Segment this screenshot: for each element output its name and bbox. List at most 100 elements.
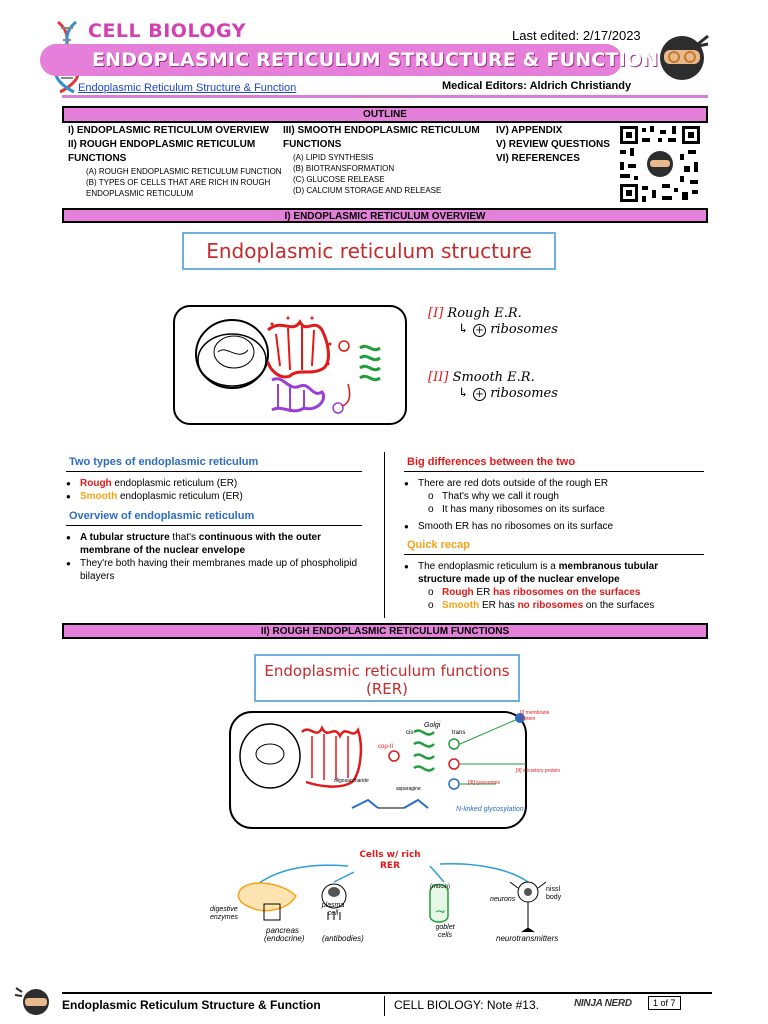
column-divider (384, 452, 385, 618)
arrow-icon: ↳ (458, 386, 469, 401)
heading-rule (66, 471, 362, 472)
notes-heading: Two types of endoplasmic reticulum (69, 456, 259, 468)
header-divider (62, 95, 708, 98)
note-bullet: A tubular structure that's continuous wi… (66, 531, 362, 557)
trans-label: trans (452, 730, 466, 736)
oligosaccharide-label: oligosaccharide (334, 778, 369, 784)
cells-title: Cells w/ rich RER (350, 850, 430, 872)
smooth-er-number: [II] (428, 370, 449, 385)
outline-subitem[interactable]: (A) ROUGH ENDOPLASMIC RETICULUM FUNCTION (86, 167, 282, 176)
notes-left: Two types of endoplasmic reticulum Rough… (66, 456, 362, 583)
goblet-label: goblet cells (435, 924, 455, 939)
golgi-label: Golgi (424, 722, 441, 729)
outline-item[interactable]: III) SMOOTH ENDOPLASMIC RETICULUM (283, 125, 480, 136)
rer-function-diagram (229, 711, 527, 829)
outline-subitem[interactable]: (B) BIOTRANSFORMATION (293, 164, 395, 173)
outline-subitem[interactable]: (D) CALCIUM STORAGE AND RELEASE (293, 186, 442, 195)
note-bullet: Rough endoplasmic reticulum (ER) (66, 477, 362, 490)
neurotransmitters-label: neurotransmitters (496, 934, 559, 943)
note-bullet: They're both having their membranes made… (66, 557, 362, 583)
arrow-icon: ↳ (458, 322, 469, 337)
notes-right: Big differences between the two There ar… (404, 456, 704, 612)
note-bullet: There are red dots outside of the rough … (404, 477, 704, 490)
mucin-label: (mucin) (430, 884, 451, 890)
note-subbullet: It has many ribosomes on its surface (404, 503, 704, 516)
heading-rule (404, 471, 704, 472)
heading-rule (404, 554, 704, 555)
note-subbullet: Smooth ER has no ribosomes on the surfac… (404, 599, 704, 612)
video-link[interactable]: Endoplasmic Reticulum Structure & Functi… (78, 82, 297, 94)
asparagine-label: asparagine (396, 786, 421, 792)
outline-item[interactable]: I) ENDOPLASMIC RETICULUM OVERVIEW (68, 125, 269, 136)
note-bullet: Smooth ER has no ribosomes on its surfac… (404, 520, 704, 533)
page-number: 1 of 7 (648, 996, 681, 1010)
cells-diagram (237, 862, 547, 933)
outline-item[interactable]: II) ROUGH ENDOPLASMIC RETICULUM (68, 139, 256, 150)
outline-subitem[interactable]: (C) GLUCOSE RELEASE (293, 175, 385, 184)
outline-column-2: III) SMOOTH ENDOPLASMIC RETICULUM FUNCTI… (283, 124, 493, 196)
note-bullet: Smooth endoplasmic reticulum (ER) (66, 490, 362, 503)
notes-heading: Quick recap (407, 539, 470, 551)
figure-1-title: Endoplasmic reticulum structure (182, 232, 556, 270)
page-title: ENDOPLASMIC RETICULUM STRUCTURE & FUNCTI… (92, 49, 659, 71)
cis-label: cis (406, 730, 414, 736)
footer-title: Endoplasmic Reticulum Structure & Functi… (62, 998, 321, 1012)
heading-rule (66, 525, 362, 526)
outline-item[interactable]: V) REVIEW QUESTIONS (496, 139, 610, 150)
note-subbullet: That's why we call it rough (404, 490, 704, 503)
rough-er-number: [I] (428, 306, 444, 321)
note-subbullet: Rough ER has ribosomes on the surfaces (404, 586, 704, 599)
plus-circle-icon: + (473, 388, 487, 401)
outline-item[interactable]: IV) APPENDIX (496, 125, 563, 136)
notes-heading: Big differences between the two (407, 456, 576, 468)
section-1-bar: I) ENDOPLASMIC RETICULUM OVERVIEW (62, 208, 708, 223)
digestive-label: digestive enzymes (210, 906, 239, 921)
outline-subitem: ENDOPLASMIC RETICULUM (86, 189, 194, 198)
ribosomes-text: ribosomes (490, 386, 558, 401)
footer-divider (62, 992, 712, 994)
rough-er-text: Rough E.R. (447, 306, 522, 321)
last-edited: Last edited: 2/17/2023 (512, 28, 641, 43)
footer-divider-v (384, 996, 385, 1016)
lysosomes-label: [III] lysosomes (468, 780, 500, 786)
figure-2-title-line-1: Endoplasmic reticulum functions (264, 662, 510, 680)
figure-2-title-line-2: (RER) (365, 680, 409, 698)
outline-subitem[interactable]: (A) LIPID SYNTHESIS (293, 153, 374, 162)
secretory-protein-label: [II] secretory protein (516, 768, 561, 774)
section-2-bar: II) ROUGH ENDOPLASMIC RETICULUM FUNCTION… (62, 623, 708, 639)
footer-note: CELL BIOLOGY: Note #13. (394, 998, 539, 1012)
ninja-mascot-icon (660, 34, 709, 80)
cop-label: cop-II (378, 744, 394, 750)
smooth-er-label: [II] Smooth E.R. (428, 370, 535, 385)
glycosylation-label: N-linked glycosylation (456, 806, 524, 813)
rough-er-label: [I] Rough E.R. (428, 306, 522, 321)
outline-item: FUNCTIONS (283, 139, 342, 150)
note-bullet: The endoplasmic reticulum is a membranou… (404, 560, 704, 586)
outline-bar: OUTLINE (62, 106, 708, 123)
antibodies-label: (antibodies) (322, 934, 364, 943)
endocrine-label: (endocrine) (264, 934, 305, 943)
er-structure-diagram (173, 305, 407, 425)
ninja-footer-icon (14, 987, 49, 1015)
membrane-protein-label: [I] membrane protein (520, 710, 550, 722)
cells-title-line-1: Cells w/ rich (359, 850, 421, 860)
figure-2-title: Endoplasmic reticulum functions (RER) (254, 654, 520, 702)
qr-code-icon[interactable] (618, 124, 702, 204)
smooth-er-ribosomes: ↳ + ribosomes (458, 386, 558, 401)
pancreas-label: pancreas (266, 926, 299, 935)
outline-column-3: IV) APPENDIX V) REVIEW QUESTIONS VI) REF… (496, 124, 616, 166)
outline-item[interactable]: VI) REFERENCES (496, 153, 580, 164)
title-banner (40, 44, 622, 76)
notes-heading: Overview of endoplasmic reticulum (69, 510, 255, 522)
plus-circle-icon: + (473, 324, 487, 337)
cells-title-line-2: RER (379, 861, 400, 871)
nissl-label: nissl body (546, 886, 562, 901)
outline-item: FUNCTIONS (68, 153, 127, 164)
neurons-label: neurons (490, 896, 516, 903)
plasma-cell-label: plasma cell (321, 902, 345, 917)
medical-editors: Medical Editors: Aldrich Christiandy (442, 80, 632, 92)
ninja-nerd-logo: NINJA NERD (574, 998, 632, 1009)
course-title: CELL BIOLOGY (88, 20, 246, 42)
outline-subitem[interactable]: (B) TYPES OF CELLS THAT ARE RICH IN ROUG… (86, 178, 271, 187)
rough-er-ribosomes: ↳ + ribosomes (458, 322, 558, 337)
